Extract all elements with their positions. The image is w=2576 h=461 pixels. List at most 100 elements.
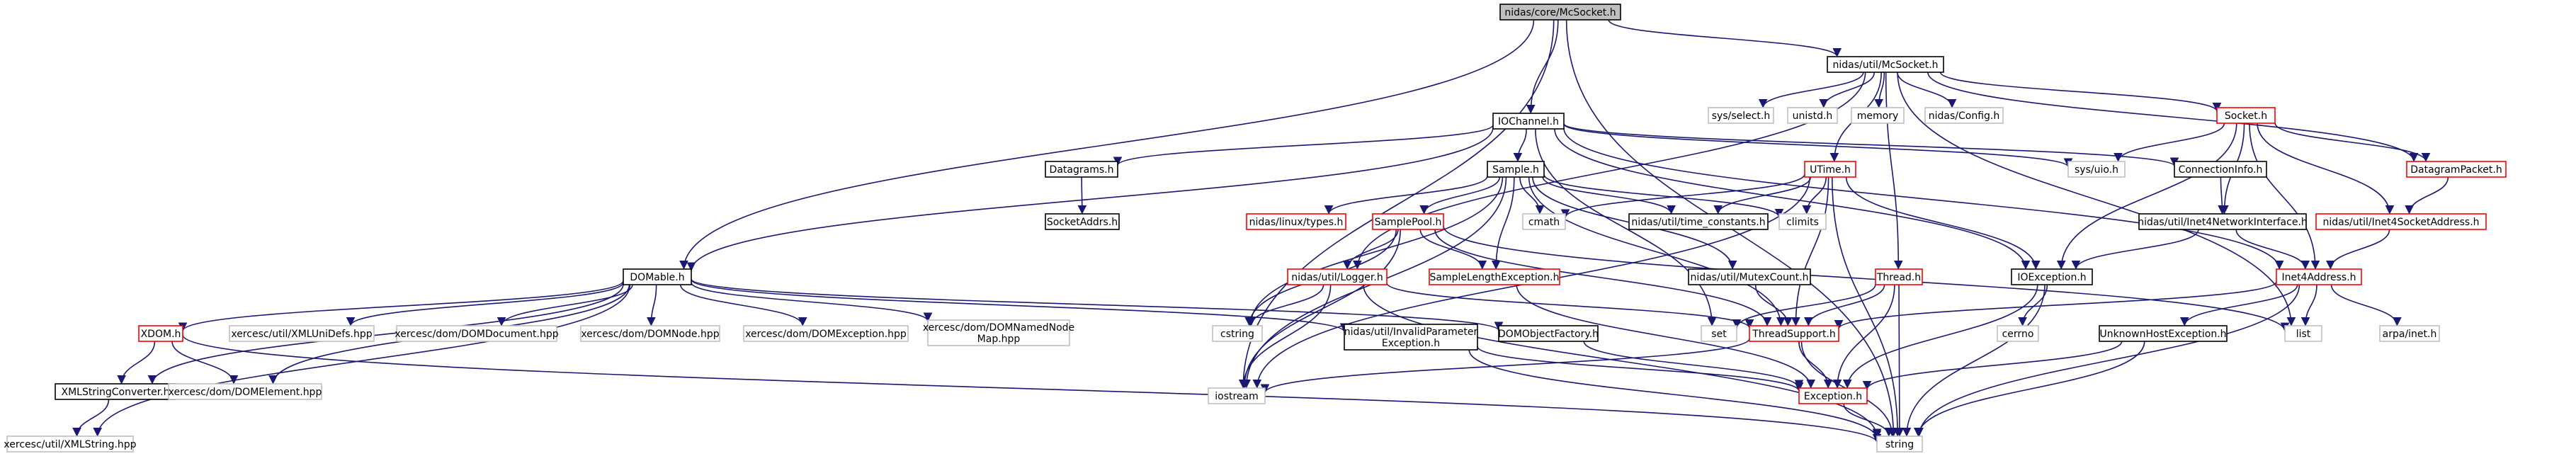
node-domdocument[interactable]: xercesc/dom/DOMDocument.hpp (395, 325, 559, 342)
node-domnode[interactable]: xercesc/dom/DOMNode.hpp (580, 325, 720, 342)
node-logger[interactable]: nidas/util/Logger.h (1287, 268, 1388, 285)
node-xmlstrconv[interactable]: XMLStringConverter.h (55, 383, 176, 400)
edge-socket-to-datagrampacket (2274, 123, 2431, 162)
edge-inet4netif-to-inet4address (2235, 229, 2310, 270)
node-inet4sockaddr[interactable]: nidas/util/Inet4SocketAddress.h (2315, 213, 2487, 230)
node-domexception[interactable]: xercesc/dom/DOMException.hpp (743, 325, 909, 342)
node-list[interactable]: list (2284, 325, 2322, 342)
node-memory[interactable]: memory (1851, 107, 1905, 124)
node-sysuio[interactable]: sys/uio.h (2067, 161, 2126, 178)
node-xdom[interactable]: XDOM.h (138, 325, 183, 342)
node-cstring[interactable]: cstring (1212, 325, 1263, 342)
node-box (1208, 387, 1266, 404)
node-label: Exception.h (1804, 391, 1862, 402)
node-dommable[interactable]: DOMable.h (623, 268, 692, 285)
edge-xdom-to-string (182, 334, 1882, 443)
node-datagrampacket[interactable]: DatagramPacket.h (2406, 161, 2507, 178)
node-label: ConnectionInfo.h (2179, 164, 2263, 176)
node-iochannel[interactable]: IOChannel.h (1492, 113, 1565, 130)
edge-logger-to-cstring (1247, 284, 1324, 326)
node-label: IOChannel.h (1498, 116, 1559, 127)
node-thread[interactable]: Thread.h (1875, 268, 1923, 285)
node-linuxtypes[interactable]: nidas/linux/types.h (1246, 213, 1346, 230)
node-label: nidas/core/McSocket.h (1504, 7, 1616, 18)
node-climits[interactable]: climits (1778, 213, 1827, 230)
node-box (396, 325, 557, 342)
node-mutexcount[interactable]: nidas/util/MutexCount.h (1688, 268, 1811, 285)
edge-samplepool-to-threadsupport (1434, 229, 1772, 326)
edge-ioexception-to-exception (1842, 284, 2038, 389)
node-config[interactable]: nidas/Config.h (1924, 107, 2004, 124)
edge-sample-to-cmath (1519, 176, 1545, 215)
edge-logger-to-threadsupport (1386, 283, 1754, 329)
node-box (2315, 213, 2487, 230)
node-socketaddrs[interactable]: SocketAddrs.h (1045, 213, 1120, 230)
node-inet4address[interactable]: Inet4Address.h (2276, 268, 2362, 285)
node-box (1429, 268, 1560, 285)
edge-thread-to-string (1895, 284, 1905, 437)
node-cerrno[interactable]: cerrno (1997, 325, 2039, 342)
node-set[interactable]: set (1701, 325, 1737, 342)
node-box (1749, 325, 1839, 342)
edge-mcsocket-util-to-socket (1939, 72, 2222, 112)
node-mcsocket-util[interactable]: nidas/util/McSocket.h (1827, 56, 1944, 73)
node-inet4netif[interactable]: nidas/util/Inet4NetworkInterface.h (2138, 213, 2308, 230)
node-threadsupport[interactable]: ThreadSupport.h (1749, 325, 1839, 342)
edge-mcsocket-util-to-memory (1874, 72, 1885, 108)
node-label: ThreadSupport.h (1752, 329, 1836, 340)
node-box (1798, 387, 1868, 404)
node-box (1522, 213, 1566, 230)
node-timeconst[interactable]: nidas/util/time_constants.h (1628, 213, 1769, 230)
node-socket[interactable]: Socket.h (2216, 107, 2276, 124)
node-xmluni[interactable]: xercesc/util/XMLUniDefs.hpp (229, 325, 375, 342)
edge-sample-to-climits (1543, 174, 1784, 218)
edge-dommable-to-domdocument (497, 284, 633, 326)
node-domelement[interactable]: xercesc/dom/DOMElement.hpp (168, 383, 322, 400)
dependency-edges (72, 19, 2449, 443)
node-xmlstring[interactable]: xercesc/util/XMLString.hpp (4, 436, 137, 453)
node-arpainet[interactable]: arpa/inet.h (2379, 325, 2440, 342)
node-samplepool[interactable]: SamplePool.h (1372, 213, 1444, 230)
node-exception[interactable]: Exception.h (1798, 387, 1868, 404)
node-label: sys/select.h (1712, 110, 1771, 122)
node-connectioninfo[interactable]: ConnectionInfo.h (2174, 161, 2267, 178)
edge-socket-to-inet4address (2249, 123, 2320, 270)
edge-dommable-to-xdom (178, 280, 624, 332)
node-utime[interactable]: UTime.h (1804, 161, 1856, 178)
edge-iochannel-to-inet4address (1563, 127, 2284, 270)
node-sample[interactable]: Sample.h (1487, 161, 1545, 178)
node-ioexception[interactable]: IOException.h (2011, 268, 2093, 285)
edge-iochannel-to-set (1535, 128, 1717, 326)
edge-socket-to-sysuio (2113, 123, 2225, 162)
node-sysselect[interactable]: sys/select.h (1708, 107, 1774, 124)
edge-samplepool-to-samplelength (1419, 229, 1487, 270)
node-box (1875, 268, 1923, 285)
node-box (1876, 436, 1923, 453)
node-label: Datagrams.h (1050, 164, 1114, 176)
edge-sample-to-cstring (1246, 176, 1504, 326)
edge-sample-to-linuxtypes (1324, 176, 1488, 215)
node-domobjfactory[interactable]: DOMObjectFactory.h (1498, 325, 1599, 342)
node-samplelength[interactable]: SampleLengthException.h (1429, 268, 1560, 285)
node-iostream[interactable]: iostream (1208, 387, 1266, 404)
node-box (1708, 107, 1774, 124)
node-label: SamplePool.h (1375, 217, 1442, 228)
node-datagrams[interactable]: Datagrams.h (1045, 161, 1118, 178)
edge-connectioninfo-to-inet4netif (2218, 176, 2227, 215)
node-label: climits (1786, 217, 1819, 228)
edge-unknownhost-to-exception (1862, 341, 2123, 390)
node-box (2011, 268, 2093, 285)
node-label: xercesc/dom/DOMException.hpp (745, 329, 907, 340)
node-unknownhost[interactable]: UnknownHostException.h (2099, 325, 2228, 342)
edge-mcsocket-util-to-config (1897, 72, 1957, 108)
node-unistd[interactable]: unistd.h (1787, 107, 1838, 124)
node-label: sys/uio.h (2075, 164, 2118, 176)
node-label: SampleLengthException.h (1429, 272, 1559, 283)
node-mcsocket-core[interactable]: nidas/core/McSocket.h (1499, 4, 1621, 21)
edge-samplelength-to-exception (1516, 284, 1816, 389)
edge-dommable-to-xmlstrconv (147, 284, 624, 385)
node-string[interactable]: string (1876, 436, 1923, 453)
node-cmath[interactable]: cmath (1522, 213, 1566, 230)
